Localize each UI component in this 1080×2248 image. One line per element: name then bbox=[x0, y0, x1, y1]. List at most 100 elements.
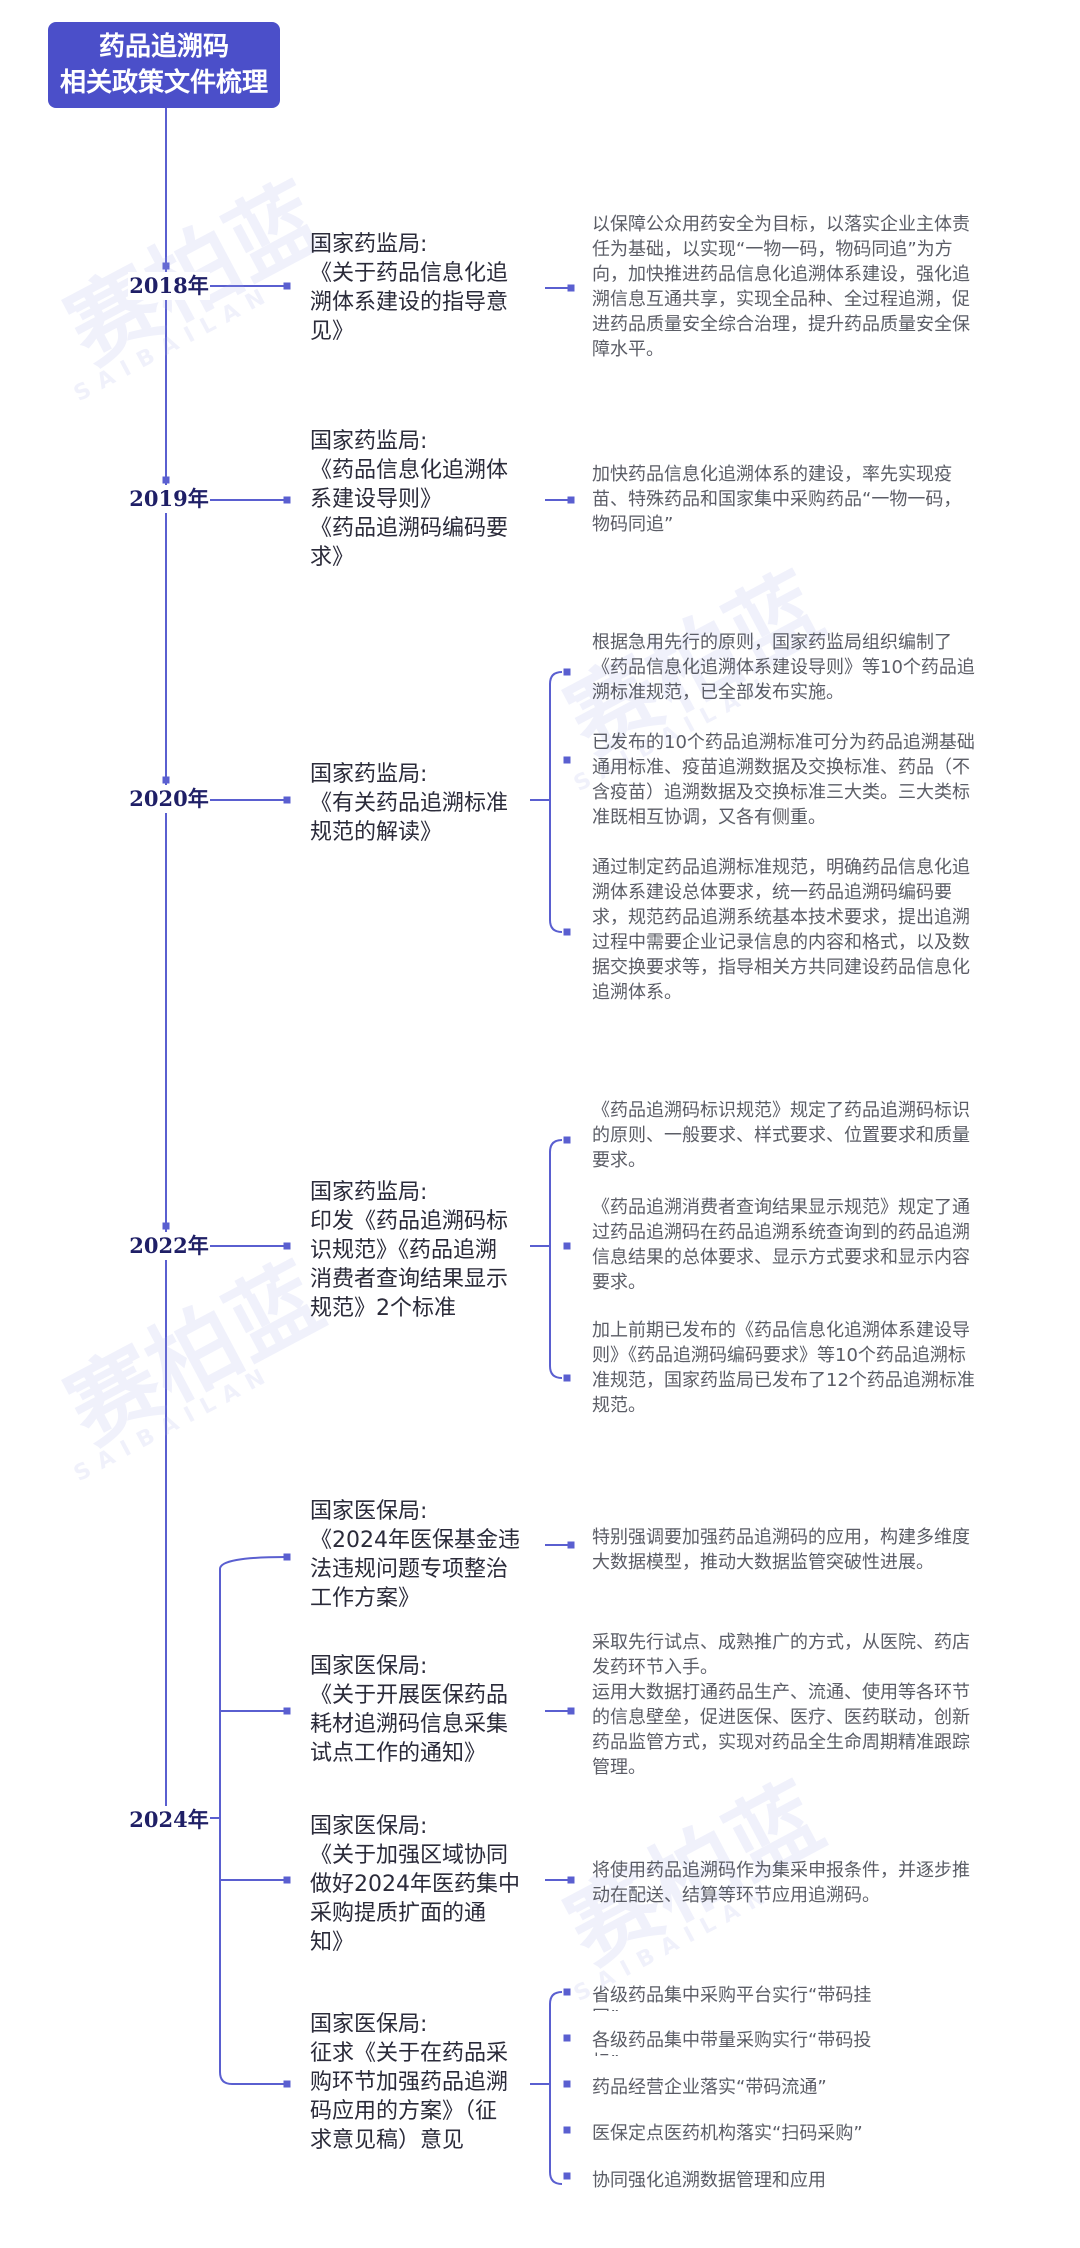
doc-line: 法违规问题专项整治 bbox=[310, 1557, 509, 1582]
policy-document-title: 国家医保局: 《2024年医保基金违 法违规问题专项整治 工作方案》 bbox=[310, 1497, 525, 1613]
doc-line: 国家药监局: bbox=[310, 762, 428, 787]
bullet-node bbox=[563, 2172, 571, 2180]
policy-document-title: 国家药监局: 印发《药品追溯码标 识规范》《药品追溯 消费者查询结果显示 规范》… bbox=[310, 1178, 525, 1323]
policy-bullet: 药品经营企业落实“带码流通” bbox=[592, 2077, 827, 2098]
doc-line: 耗材追溯码信息采集 bbox=[310, 1712, 509, 1737]
policy-description: 已发布的10个药品追溯标准可分为药品追溯基础 通用标准、疫苗追溯数据及交换标准、… bbox=[592, 730, 1022, 830]
desc-node bbox=[563, 668, 571, 676]
desc-line: 含疫苗）追溯数据及交换标准三大类。三大类标 bbox=[592, 782, 970, 803]
page-title: 药品追溯码 相关政策文件梳理 bbox=[48, 22, 280, 108]
year-node bbox=[162, 476, 170, 484]
desc-line: 苗、特殊药品和国家集中采购药品“一物一码， bbox=[592, 489, 962, 510]
doc-line: 《关于加强区域协同 bbox=[310, 1843, 509, 1868]
desc-node bbox=[563, 1374, 571, 1382]
doc-line: 求意见稿）意见 bbox=[310, 2128, 465, 2153]
desc-bracket bbox=[549, 1139, 563, 1379]
policy-bullet: 省级药品集中采购平台实行“带码挂网” bbox=[592, 1985, 872, 2011]
desc-line: 规范。 bbox=[592, 1395, 646, 1416]
desc-line: 的原则、一般要求、样式要求、位置要求和质量 bbox=[592, 1125, 970, 1146]
doc-line: 国家药监局: bbox=[310, 429, 428, 454]
desc-line: 通过制定药品追溯标准规范，明确药品信息化追 bbox=[592, 857, 970, 878]
policy-document-title: 国家医保局: 征求《关于在药品采 购环节加强药品追溯 码应用的方案》（征 求意见… bbox=[310, 2010, 525, 2155]
policy-description: 通过制定药品追溯标准规范，明确药品信息化追 溯体系建设总体要求，统一药品追溯码编… bbox=[592, 855, 1022, 1005]
doc-line: 国家药监局: bbox=[310, 1180, 428, 1205]
bullet-node bbox=[563, 1988, 571, 1996]
doc-line: 采购提质扩面的通 bbox=[310, 1901, 487, 1926]
desc-line: 《药品追溯码标识规范》规定了药品追溯码标识 bbox=[592, 1100, 970, 1121]
desc-line: 药品监管方式，实现对药品全生命周期精准跟踪 bbox=[592, 1732, 970, 1753]
branch-node bbox=[283, 796, 291, 804]
doc-line: 知》 bbox=[310, 1930, 355, 1955]
desc-node bbox=[567, 1541, 575, 1549]
doc-line: 征求《关于在药品采 bbox=[310, 2041, 509, 2066]
desc-line: 要求。 bbox=[592, 1272, 646, 1293]
bullet-node bbox=[563, 2080, 571, 2088]
policy-description: 加快药品信息化追溯体系的建设，率先实现疫 苗、特殊药品和国家集中采购药品“一物一… bbox=[592, 462, 1022, 537]
doc-line: 系建设导则》 bbox=[310, 487, 443, 512]
year-label-2018: 2018年 bbox=[128, 272, 210, 300]
desc-line: 《药品追溯消费者查询结果显示规范》规定了通 bbox=[592, 1197, 970, 1218]
doc-line: 《有关药品追溯标准 bbox=[310, 791, 509, 816]
desc-node bbox=[563, 1136, 571, 1144]
doc-line: 识规范》《药品追溯 bbox=[310, 1238, 498, 1263]
year-label-2019: 2019年 bbox=[128, 485, 210, 513]
policy-description: 采取先行试点、成熟推广的方式，从医院、药店 发药环节入手。 运用大数据打通药品生… bbox=[592, 1630, 1022, 1780]
desc-line: 通用标准、疫苗追溯数据及交换标准、药品（不 bbox=[592, 757, 970, 778]
branch-node bbox=[283, 1553, 291, 1561]
desc-line: 据交换要求等，指导相关方共同建设药品信息化 bbox=[592, 957, 970, 978]
policy-description: 《药品追溯码标识规范》规定了药品追溯码标识 的原则、一般要求、样式要求、位置要求… bbox=[592, 1098, 1022, 1173]
bullet-node bbox=[563, 2126, 571, 2134]
desc-line: 向，加快推进药品信息化追溯体系建设，强化追 bbox=[592, 264, 970, 285]
desc-line: 求，规范药品追溯系统基本技术要求，提出追溯 bbox=[592, 907, 970, 928]
year-bracket bbox=[219, 1556, 287, 2085]
desc-line: 溯信息互通共享，实现全品种、全过程追溯，促 bbox=[592, 289, 970, 310]
desc-bracket bbox=[549, 671, 563, 933]
desc-line: 信息结果的总体要求、显示方式要求和显示内容 bbox=[592, 1247, 970, 1268]
desc-line: 任为基础，以实现“一物一码，物码同追”为方 bbox=[592, 239, 953, 260]
policy-bullet: 医保定点医药机构落实“扫码采购” bbox=[592, 2123, 863, 2144]
desc-line: 将使用药品追溯码作为集采申报条件，并逐步推 bbox=[592, 1860, 970, 1881]
year-label-2020: 2020年 bbox=[128, 785, 210, 813]
desc-line: 发药环节入手。 bbox=[592, 1657, 718, 1678]
policy-document-title: 国家药监局: 《有关药品追溯标准 规范的解读》 bbox=[310, 760, 525, 847]
policy-description: 根据急用先行的原则，国家药监局组织编制了 《药品信息化追溯体系建设导则》等10个… bbox=[592, 630, 1022, 705]
branch-node bbox=[283, 1876, 291, 1884]
desc-line: 管理。 bbox=[592, 1757, 646, 1778]
desc-line: 加快药品信息化追溯体系的建设，率先实现疫 bbox=[592, 464, 952, 485]
doc-line: 试点工作的通知》 bbox=[310, 1741, 487, 1766]
desc-line: 溯体系建设总体要求，统一药品追溯码编码要 bbox=[592, 882, 952, 903]
desc-line: 过药品追溯码在药品追溯系统查询到的药品追溯 bbox=[592, 1222, 970, 1243]
doc-line: 《关于药品信息化追 bbox=[310, 261, 509, 286]
title-line-2: 相关政策文件梳理 bbox=[59, 68, 268, 98]
desc-line: 《药品信息化追溯体系建设导则》等10个药品追 bbox=[592, 657, 975, 678]
doc-line: 工作方案》 bbox=[310, 1586, 421, 1611]
year-node bbox=[162, 262, 170, 270]
desc-line: 根据急用先行的原则，国家药监局组织编制了 bbox=[592, 632, 952, 653]
desc-line: 的信息壁垒，促进医保、医疗、医药联动，创新 bbox=[592, 1707, 970, 1728]
desc-line: 进药品质量安全综合治理，提升药品质量安全保 bbox=[592, 314, 970, 335]
desc-line: 运用大数据打通药品生产、流通、使用等各环节 bbox=[592, 1682, 970, 1703]
branch-node bbox=[283, 1242, 291, 1250]
policy-document-title: 国家药监局: 《药品信息化追溯体 系建设导则》 《药品追溯码编码要 求》 bbox=[310, 427, 525, 572]
desc-node bbox=[567, 496, 575, 504]
doc-line: 《药品追溯码编码要 bbox=[310, 516, 509, 541]
branch-node bbox=[283, 2080, 291, 2088]
desc-line: 追溯体系。 bbox=[592, 982, 682, 1003]
title-line-1: 药品追溯码 bbox=[98, 32, 229, 62]
desc-line: 特别强调要加强药品追溯码的应用，构建多维度 bbox=[592, 1527, 970, 1548]
doc-line: 《药品信息化追溯体 bbox=[310, 458, 509, 483]
desc-line: 采取先行试点、成熟推广的方式，从医院、药店 bbox=[592, 1632, 970, 1653]
desc-line: 要求。 bbox=[592, 1150, 646, 1171]
desc-line: 已发布的10个药品追溯标准可分为药品追溯基础 bbox=[592, 732, 975, 753]
desc-node bbox=[563, 756, 571, 764]
desc-line: 准规范，国家药监局已发布了12个药品追溯标准 bbox=[592, 1370, 975, 1391]
branch-node bbox=[283, 282, 291, 290]
bullet-bracket bbox=[549, 1991, 563, 2185]
policy-description: 将使用药品追溯码作为集采申报条件，并逐步推 动在配送、结算等环节应用追溯码。 bbox=[592, 1858, 1022, 1908]
year-label-2022: 2022年 bbox=[128, 1232, 210, 1260]
policy-description: 《药品追溯消费者查询结果显示规范》规定了通 过药品追溯码在药品追溯系统查询到的药… bbox=[592, 1195, 1022, 1295]
desc-line: 障水平。 bbox=[592, 339, 664, 360]
desc-node bbox=[563, 928, 571, 936]
doc-line: 《2024年医保基金违 bbox=[310, 1528, 520, 1553]
desc-line: 加上前期已发布的《药品信息化追溯体系建设导 bbox=[592, 1320, 970, 1341]
